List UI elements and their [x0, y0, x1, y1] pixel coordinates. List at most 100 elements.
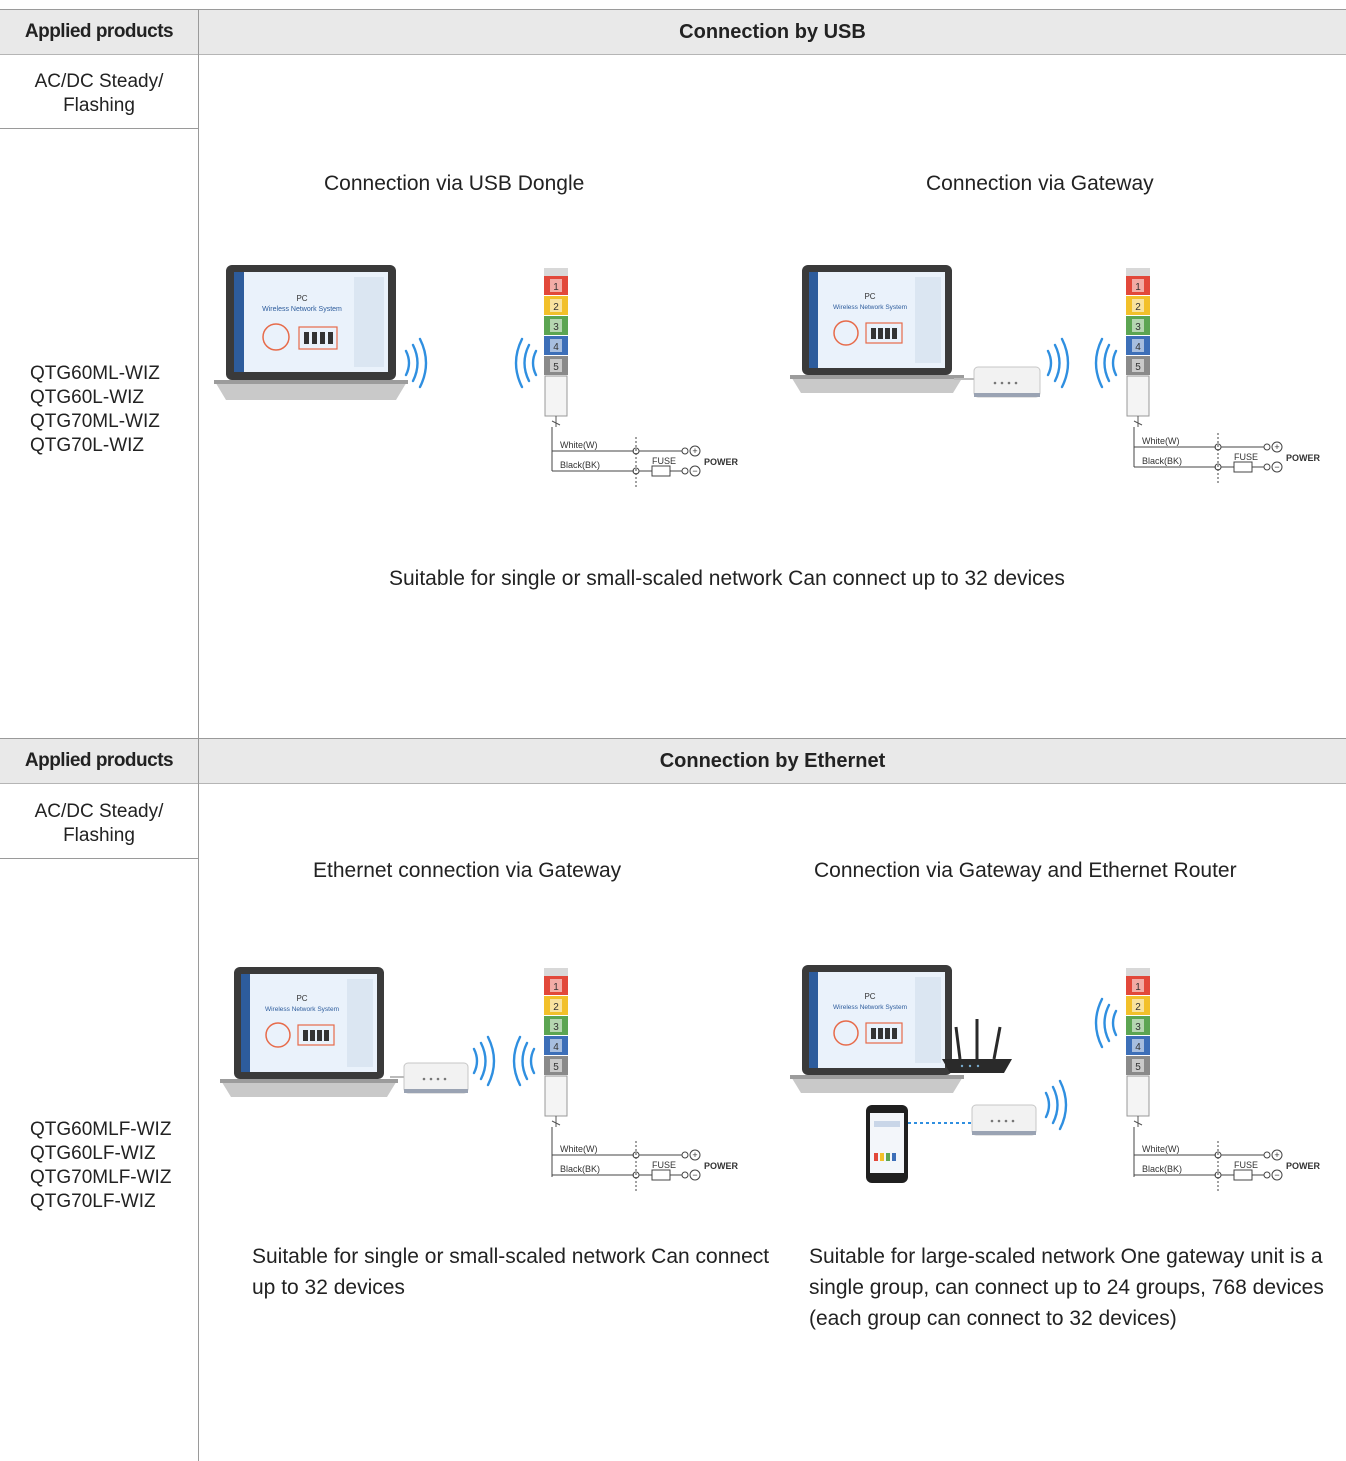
svg-text:−: − [692, 1170, 697, 1180]
svg-text:2: 2 [1135, 1002, 1141, 1013]
signal-tower-icon: 1 2 3 4 5 [1126, 268, 1150, 427]
screen-title: PC [296, 294, 307, 303]
svg-text:+: + [1274, 1150, 1279, 1160]
svg-text:5: 5 [553, 1062, 559, 1073]
screen-subtitle: Wireless Network System [833, 1004, 907, 1011]
product-model: QTG60L-WIZ [30, 387, 145, 408]
signal-tower-icon: 1 2 3 4 5 [544, 268, 568, 427]
wiring-diagram [1133, 1127, 1283, 1191]
svg-text:5: 5 [553, 362, 559, 373]
ethernet-header-applied-products: Applied products [24, 750, 174, 771]
svg-text:3: 3 [553, 322, 559, 333]
fuse-label: FUSE [1234, 452, 1258, 462]
signal-tower-icon: 1 2 3 4 5 [1126, 968, 1150, 1127]
usb-dongle-title: Connection via USB Dongle [324, 172, 585, 195]
ethernet-router-title: Connection via Gateway and Ethernet Rout… [814, 859, 1237, 882]
wire-black-label: Black(BK) [560, 460, 600, 470]
ethernet-category: AC/DC Steady/ Flashing [34, 801, 164, 846]
laptop-icon: PC Wireless Network System [790, 965, 964, 1093]
ethernet-router-description: Suitable for large-scaled network One ga… [809, 1245, 1324, 1330]
screen-title: PC [296, 994, 307, 1003]
signal-waves-icon [472, 1035, 496, 1087]
wiring-diagram [551, 427, 701, 487]
svg-text:−: − [692, 466, 697, 476]
wire-white-label: White(W) [560, 440, 598, 450]
fuse-label: FUSE [652, 456, 676, 466]
ethernet-gateway-description: Suitable for single or small-scaled netw… [252, 1245, 770, 1299]
usb-header-title: Connection by USB [679, 21, 866, 43]
signal-waves-icon [1094, 337, 1118, 389]
ethernet-gateway-title: Ethernet connection via Gateway [313, 859, 622, 882]
svg-text:1: 1 [553, 982, 559, 993]
svg-text:4: 4 [553, 342, 559, 353]
smartphone-icon [866, 1105, 908, 1183]
wiring-diagram [1133, 427, 1283, 483]
svg-text:−: − [1274, 1170, 1279, 1180]
fuse-label: FUSE [652, 1160, 676, 1170]
product-model: QTG60LF-WIZ [30, 1143, 156, 1164]
ethernet-header-title: Connection by Ethernet [659, 750, 886, 772]
wire-white-label: White(W) [1142, 1144, 1180, 1154]
product-model: QTG70ML-WIZ [30, 411, 160, 432]
svg-text:4: 4 [553, 1042, 559, 1053]
router-icon [942, 1019, 1012, 1073]
laptop-icon: PC Wireless Network System [220, 967, 398, 1097]
signal-waves-icon [404, 337, 428, 389]
gateway-icon [954, 366, 1041, 398]
ethernet-column-divider [198, 738, 199, 1461]
signal-waves-icon [1046, 337, 1070, 389]
screen-subtitle: Wireless Network System [833, 304, 907, 311]
power-label: POWER [704, 1161, 739, 1171]
usb-description: Suitable for single or small-scaled netw… [389, 567, 1065, 590]
usb-category: AC/DC Steady/ Flashing [34, 71, 164, 116]
gateway-icon [390, 1062, 469, 1094]
svg-text:5: 5 [1135, 362, 1141, 373]
gateway-icon [971, 1104, 1037, 1136]
svg-text:1: 1 [1135, 982, 1141, 993]
svg-text:2: 2 [553, 1002, 559, 1013]
usb-header: Applied products Connection by USB [0, 9, 1346, 55]
svg-text:+: + [692, 1150, 697, 1160]
product-model: QTG70L-WIZ [30, 435, 145, 456]
svg-text:+: + [1274, 442, 1279, 452]
power-label: POWER [704, 457, 739, 467]
product-model: QTG60ML-WIZ [30, 363, 160, 384]
svg-text:+: + [692, 446, 697, 456]
ethernet-router-diagram: PC Wireless Network System [790, 965, 1321, 1191]
signal-waves-icon [1094, 997, 1118, 1049]
wire-black-label: Black(BK) [1142, 456, 1182, 466]
svg-text:−: − [1274, 462, 1279, 472]
svg-text:4: 4 [1135, 342, 1141, 353]
usb-product-list: QTG60ML-WIZ QTG60L-WIZ QTG70ML-WIZ QTG70… [30, 362, 198, 458]
wire-white-label: White(W) [560, 1144, 598, 1154]
laptop-icon: PC Wireless Network System [790, 265, 964, 393]
signal-tower-icon: 1 2 3 4 5 [544, 968, 568, 1127]
screen-title: PC [864, 992, 875, 1001]
svg-text:2: 2 [1135, 302, 1141, 313]
wire-white-label: White(W) [1142, 436, 1180, 446]
ethernet-product-list: QTG60MLF-WIZ QTG60LF-WIZ QTG70MLF-WIZ QT… [30, 1118, 198, 1214]
product-model: QTG70MLF-WIZ [30, 1167, 172, 1188]
usb-gateway-title: Connection via Gateway [926, 172, 1154, 195]
screen-subtitle: Wireless Network System [265, 1006, 339, 1013]
product-model: QTG70LF-WIZ [30, 1191, 156, 1212]
usb-category-divider [0, 128, 198, 129]
screen-title: PC [864, 292, 875, 301]
svg-text:3: 3 [1135, 322, 1141, 333]
ethernet-header: Applied products Connection by Ethernet [0, 738, 1346, 784]
svg-text:3: 3 [553, 1022, 559, 1033]
wire-black-label: Black(BK) [1142, 1164, 1182, 1174]
power-label: POWER [1286, 1161, 1321, 1171]
product-model: QTG60MLF-WIZ [30, 1119, 172, 1140]
power-label: POWER [1286, 453, 1321, 463]
usb-dongle-diagram: PC Wireless Network System 1 2 3 4 5 [214, 265, 739, 487]
usb-column-divider [198, 9, 199, 738]
usb-header-applied-products: Applied products [24, 21, 174, 42]
usb-gateway-diagram: PC Wireless Network System 1 2 3 4 5 [790, 265, 1321, 483]
wire-black-label: Black(BK) [560, 1164, 600, 1174]
svg-text:3: 3 [1135, 1022, 1141, 1033]
svg-text:5: 5 [1135, 1062, 1141, 1073]
signal-waves-icon [1044, 1079, 1068, 1131]
svg-text:1: 1 [553, 282, 559, 293]
svg-text:2: 2 [553, 302, 559, 313]
